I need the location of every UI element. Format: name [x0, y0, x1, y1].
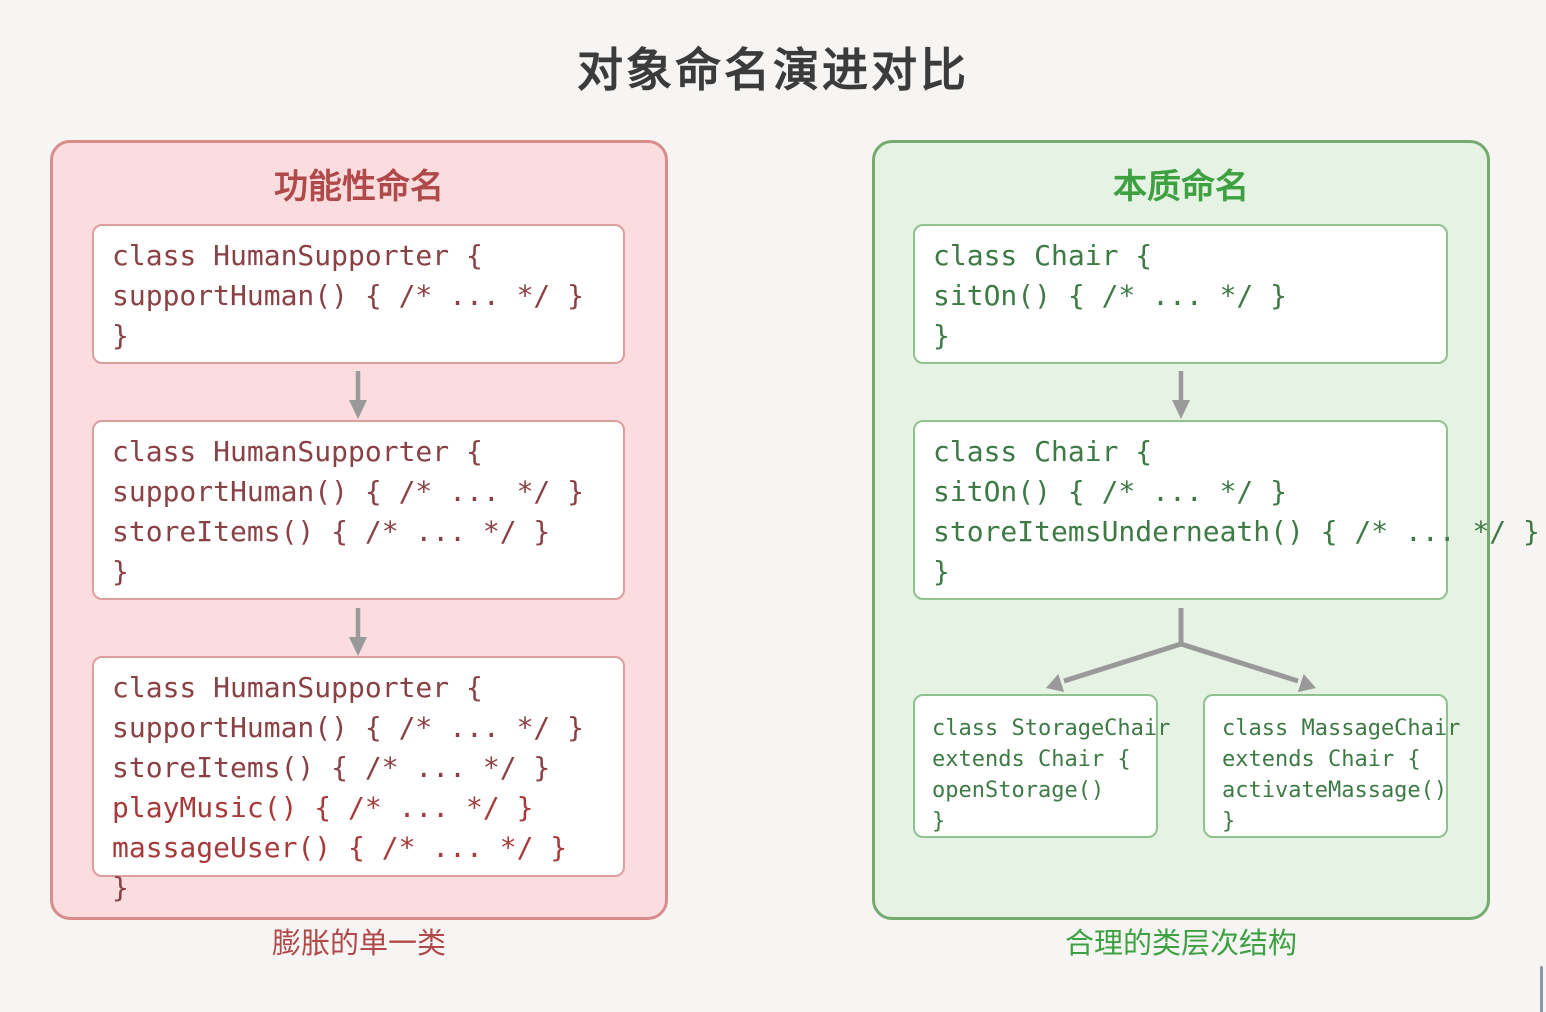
code-box-massage-chair: class MassageChair extends Chair { activat… — [1203, 694, 1461, 838]
functional-naming-panel: 功能性命名 class HumanSupporter { supportHuman… — [50, 140, 668, 920]
code-line: supportHuman() { /* ... */ } — [112, 711, 585, 744]
code-line: storeItemsUnderneath() { /* ... */ } — [933, 515, 1540, 548]
functional-naming-header: 功能性命名 — [274, 168, 444, 206]
code-line: extends Chair { — [1222, 747, 1421, 772]
code-line: class MassageChair — [1222, 716, 1461, 741]
branch-arrow-icon — [1046, 608, 1316, 693]
code-line: } — [933, 555, 950, 588]
code-line: class Chair { — [933, 239, 1153, 272]
code-line: class HumanSupporter { — [112, 435, 483, 468]
essential-naming-caption: 合理的类层次结构 — [1064, 928, 1297, 960]
page-title: 对象命名演进对比 — [577, 44, 969, 96]
code-line: } — [933, 319, 950, 352]
down-arrow-icon — [349, 371, 367, 419]
code-line: sitOn() { /* ... */ } — [933, 279, 1288, 312]
code-line: sitOn() { /* ... */ } — [933, 475, 1288, 508]
code-line: storeItems() { /* ... */ } — [112, 515, 551, 548]
code-line: } — [1222, 809, 1236, 834]
code-box-human-supporter-v1: class HumanSupporter { supportHuman() { /… — [92, 224, 625, 364]
down-arrow-icon — [349, 608, 367, 656]
code-line: massageUser() { /* ... */ } — [112, 831, 568, 864]
code-line: } — [932, 809, 946, 834]
code-box-human-supporter-v3: class HumanSupporter { supportHuman() { /… — [92, 656, 625, 904]
code-line: } — [112, 555, 129, 588]
code-line: class HumanSupporter { — [112, 671, 483, 704]
code-line: storeItems() { /* ... */ } — [112, 751, 551, 784]
right-edge-artifact — [1540, 966, 1543, 1012]
essential-naming-panel: 本质命名 class Chair { sitOn() { /* ... */ }}… — [872, 140, 1540, 920]
code-line: } — [112, 319, 129, 352]
code-line: class Chair { — [933, 435, 1153, 468]
code-line: class HumanSupporter { — [112, 239, 483, 272]
code-line: class StorageChair — [932, 716, 1171, 741]
code-line: supportHuman() { /* ... */ } — [112, 279, 585, 312]
code-line: openStorage() — [932, 778, 1105, 803]
code-line: } — [112, 871, 129, 904]
code-box-chair-v1: class Chair { sitOn() { /* ... */ }} — [913, 224, 1448, 364]
code-line: playMusic() { /* ... */ } — [112, 791, 534, 824]
code-line: activateMassage() — [1222, 778, 1448, 803]
code-box-chair-v2: class Chair { sitOn() { /* ... */ } storeI… — [913, 420, 1540, 600]
down-arrow-icon — [1172, 371, 1190, 419]
code-box-storage-chair: class StorageChair extends Chair { openSto… — [913, 694, 1171, 838]
functional-naming-caption: 膨胀的单一类 — [271, 928, 446, 960]
code-box-human-supporter-v2: class HumanSupporter { supportHuman() { /… — [92, 420, 625, 600]
code-line: extends Chair { — [932, 747, 1131, 772]
essential-naming-header: 本质命名 — [1113, 168, 1249, 206]
code-line: supportHuman() { /* ... */ } — [112, 475, 585, 508]
